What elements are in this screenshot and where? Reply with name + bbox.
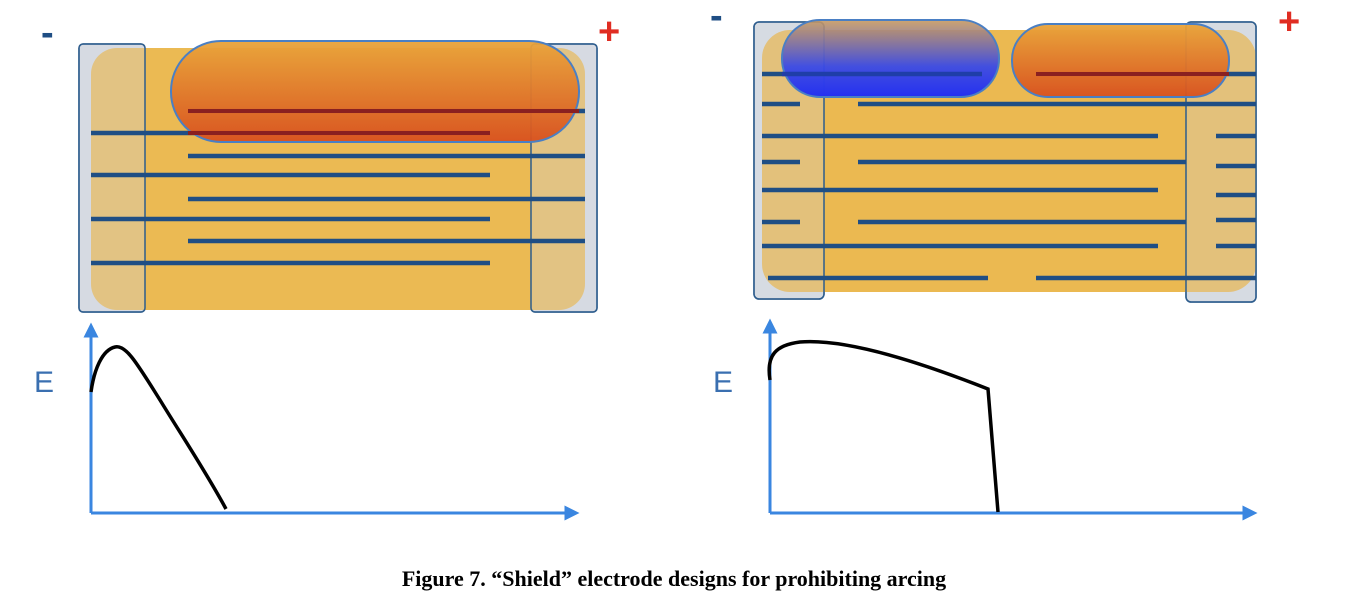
right-hot-zone bbox=[1011, 23, 1230, 98]
right-capacitor bbox=[753, 19, 1257, 303]
right-field-curve bbox=[767, 339, 1000, 513]
right-axis-label-e: E bbox=[713, 366, 733, 399]
left-panel: - + E bbox=[34, 11, 620, 521]
left-hot-zone bbox=[170, 40, 580, 143]
left-plus-sign: + bbox=[598, 11, 620, 53]
left-field-plot: E bbox=[34, 322, 580, 521]
left-axis-label-e: E bbox=[34, 366, 54, 399]
right-field-plot: E bbox=[713, 318, 1258, 521]
right-blue-zone bbox=[781, 19, 1000, 98]
right-electrodes bbox=[762, 71, 1256, 281]
left-minus-sign: - bbox=[41, 12, 54, 54]
left-negative-termination-overlay bbox=[78, 43, 146, 313]
figure-caption: Figure 7. “Shield” electrode designs for… bbox=[401, 566, 947, 591]
left-field-curve bbox=[89, 345, 228, 510]
right-minus-sign: - bbox=[710, 0, 723, 37]
right-panel: - + E bbox=[710, 0, 1300, 521]
right-plus-sign: + bbox=[1278, 1, 1300, 43]
left-capacitor bbox=[78, 40, 598, 313]
